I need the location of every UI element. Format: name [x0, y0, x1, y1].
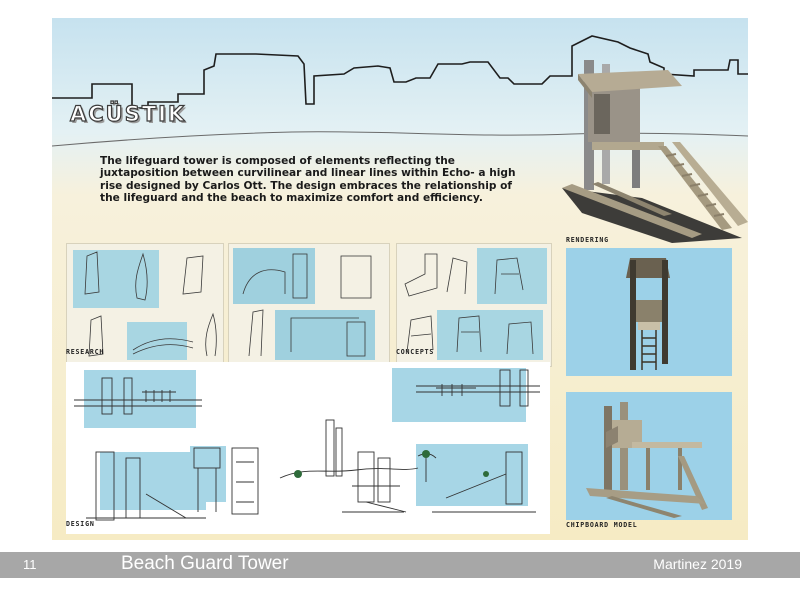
design-panel: [66, 362, 550, 534]
presentation-board: ACÜSTIK The lifeguard tower is composed …: [52, 18, 748, 540]
rendering-panel: [566, 248, 732, 376]
chipboard-model-label: CHIPBOARD MODEL: [566, 521, 638, 529]
research-panel-2: [228, 243, 390, 367]
design-label: DESIGN: [66, 520, 95, 528]
concepts-label: CONCEPTS: [396, 348, 435, 356]
concepts-panel: [396, 243, 552, 367]
footer-author: Martinez 2019: [653, 556, 742, 572]
lifeguard-tower-icon: [562, 60, 748, 243]
research-label: RESEARCH: [66, 348, 105, 356]
design-drawings-icon: [74, 368, 540, 521]
page-number: 11: [23, 557, 37, 572]
skyline-outline-icon: [52, 35, 748, 147]
chipboard-model-panel: [566, 392, 732, 520]
rendering-label: RENDERING: [566, 236, 609, 244]
concept-sketches-icon: [404, 248, 547, 360]
footer-bar: 11 Beach Guard Tower Martinez 2019: [0, 552, 800, 578]
project-title: ACÜSTIK: [69, 101, 187, 126]
project-description: The lifeguard tower is composed of eleme…: [100, 155, 516, 205]
research-sketches-icon: [73, 250, 217, 360]
research-photos-icon: [233, 248, 375, 360]
footer-title: Beach Guard Tower: [121, 553, 289, 574]
chipboard-model-icon: [586, 402, 708, 518]
rendering-model-icon: [626, 258, 670, 370]
